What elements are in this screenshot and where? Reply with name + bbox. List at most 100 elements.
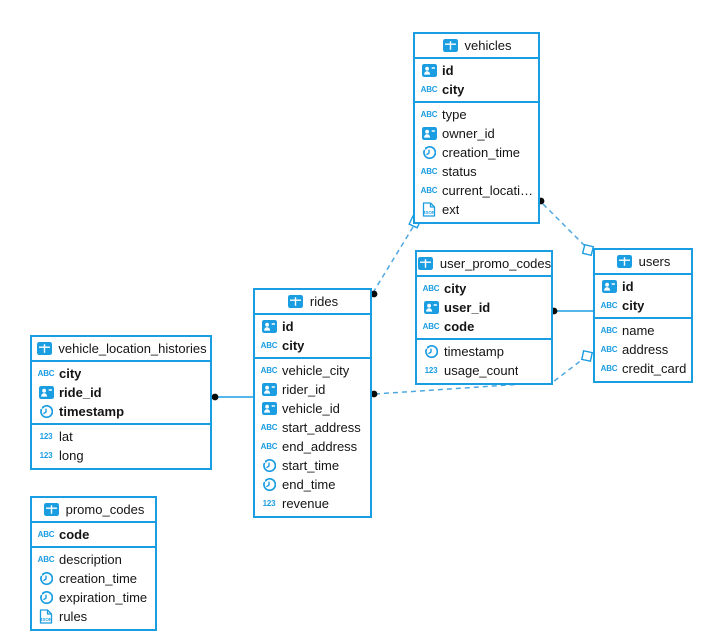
table-header[interactable]: users [595,250,691,275]
field-name: city [282,338,305,353]
text-icon: ABC [260,365,278,375]
table-title: user_promo_codes [439,256,552,271]
field-name: city [442,82,465,97]
endpoint-dot-vehicle-location-histories [211,393,219,401]
endpoint-dot-rides-right [370,390,378,398]
table-icon [43,503,61,516]
time-icon [422,344,440,359]
field-row[interactable]: id [595,277,691,296]
text-icon: ABC [422,283,440,293]
table-icon [287,295,305,308]
field-name: status [442,164,477,179]
field-row[interactable]: creation_time [32,569,155,588]
field-name: end_address [282,439,358,454]
field-name: vehicle_city [282,363,350,378]
field-row[interactable]: ABC city [417,279,551,298]
ref-icon [260,402,278,415]
ref-icon [600,280,618,293]
field-row[interactable]: ABC current_location [415,181,538,200]
table-header[interactable]: vehicle_location_histories [32,337,210,362]
field-name: user_id [444,300,491,315]
field-row[interactable]: end_time [255,475,370,494]
field-name: id [282,319,294,334]
time-icon [37,590,55,605]
svg-text:JSON: JSON [40,617,53,622]
field-row[interactable]: JSON ext [415,200,538,219]
field-name: current_location [442,183,534,198]
field-row[interactable]: owner_id [415,124,538,143]
table-title: users [638,254,671,269]
field-row[interactable]: ABC vehicle_city [255,361,370,380]
table-header[interactable]: user_promo_codes [417,252,551,277]
svg-text:JSON: JSON [423,210,436,215]
json-icon: JSON [37,609,55,624]
field-row[interactable]: timestamp [417,342,551,361]
field-row[interactable]: id [415,61,538,80]
text-icon: ABC [260,441,278,451]
field-name: city [444,281,467,296]
table-header[interactable]: promo_codes [32,498,155,523]
time-icon [420,145,438,160]
field-row[interactable]: user_id [417,298,551,317]
field-row[interactable]: vehicle_id [255,399,370,418]
field-row[interactable]: ride_id [32,383,210,402]
field-row[interactable]: JSON rules [32,607,155,626]
field-row[interactable]: rider_id [255,380,370,399]
text-icon: ABC [420,185,438,195]
text-icon: ABC [600,344,618,354]
endpoint-square-users-left [580,349,594,363]
field-name: id [622,279,634,294]
field-name: timestamp [444,344,504,359]
field-row[interactable]: creation_time [415,143,538,162]
field-row[interactable]: expiration_time [32,588,155,607]
field-row[interactable]: id [255,317,370,336]
field-name: revenue [282,496,329,511]
field-row[interactable]: start_time [255,456,370,475]
relation-vehicles-rides[interactable] [373,226,414,292]
field-name: expiration_time [59,590,148,605]
ref-icon [420,127,438,140]
number-icon: 123 [424,365,438,375]
ref-icon [420,64,438,77]
field-name: rules [59,609,88,624]
time-icon [37,571,55,586]
table-title: vehicle_location_histories [58,341,207,356]
field-name: name [622,323,655,338]
field-row[interactable]: timestamp [32,402,210,421]
table-icon [442,39,460,52]
time-icon [260,477,278,492]
text-icon: ABC [422,321,440,331]
relation-vehicles-users[interactable] [542,203,586,247]
table-icon [417,257,435,270]
number-icon: 123 [39,431,53,441]
table-header[interactable]: vehicles [415,34,538,59]
field-row[interactable]: ABC end_address [255,437,370,456]
text-icon: ABC [37,529,55,539]
field-name: ext [442,202,460,217]
table-header[interactable]: rides [255,290,370,315]
field-name: owner_id [442,126,495,141]
